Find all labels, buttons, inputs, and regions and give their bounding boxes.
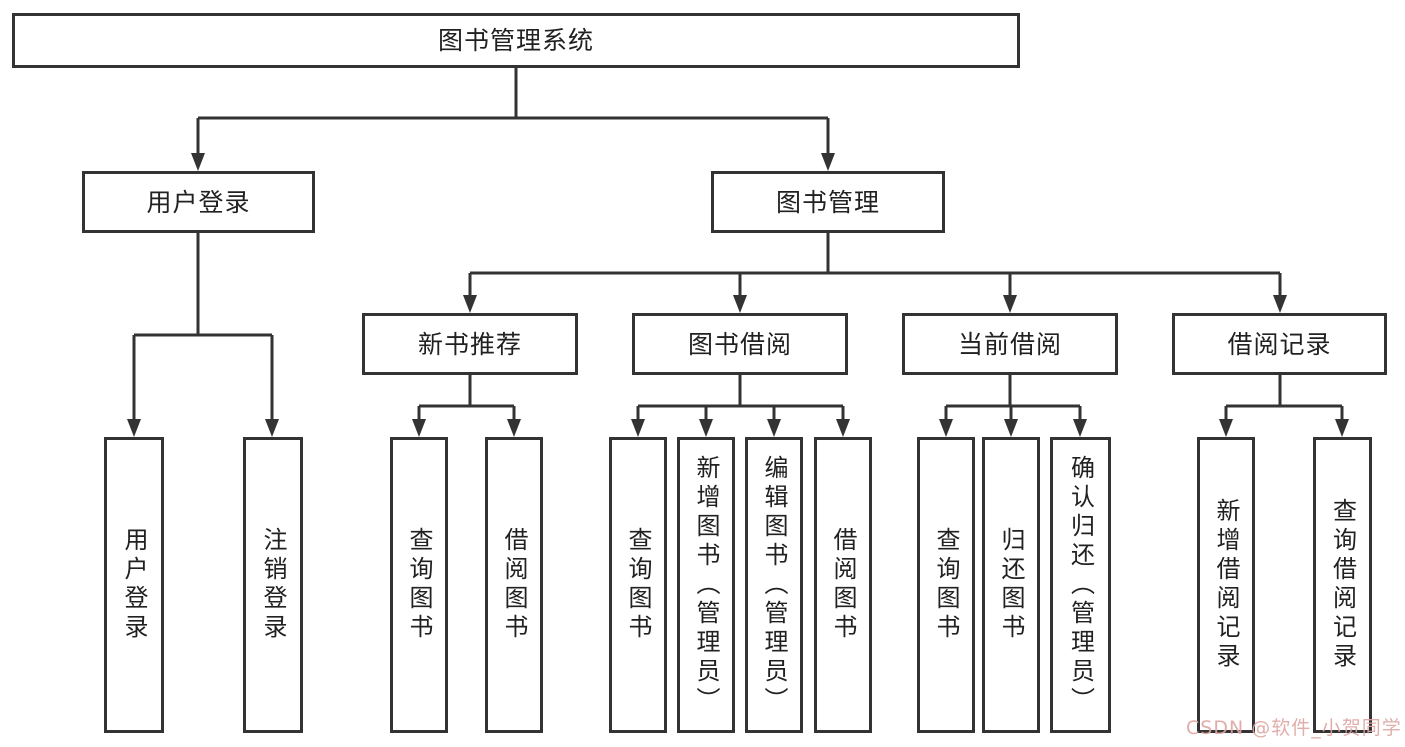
node-book-borrow: 图书借阅 [632, 313, 848, 375]
connector-bookmgmt-to-level3 [468, 233, 1282, 300]
connector-root-to-level2 [196, 68, 830, 158]
leaf-query-borrow-record: 查询借阅记录 [1313, 437, 1372, 733]
connector-userlogin-to-leaves [132, 233, 274, 424]
connector-current-to-leaves [944, 375, 1082, 424]
leaf-query-book-current: 查询图书 [917, 437, 975, 733]
connector-newbook-to-leaves [417, 375, 516, 424]
node-root-system: 图书管理系统 [12, 13, 1020, 68]
leaf-borrow-book: 借阅图书 [814, 437, 872, 733]
arrow-icon [733, 295, 747, 313]
arrow-icon [939, 419, 953, 437]
arrow-icon [412, 419, 426, 437]
arrow-icon [836, 419, 850, 437]
arrow-icon [1073, 419, 1087, 437]
connector-borrow-to-leaves [636, 375, 845, 424]
leaf-return-book: 归还图书 [982, 437, 1040, 733]
arrow-icon [1003, 295, 1017, 313]
arrow-icon [507, 419, 521, 437]
arrow-icon [463, 295, 477, 313]
leaf-query-book-recommend: 查询图书 [390, 437, 448, 733]
leaf-borrow-book-recommend: 借阅图书 [485, 437, 543, 733]
connector-record-to-leaves [1224, 375, 1344, 424]
leaf-user-login: 用户登录 [104, 437, 164, 733]
csdn-watermark: CSDN @软件_小贺同学 [1186, 717, 1402, 739]
arrowheads [127, 153, 1349, 437]
arrow-icon [631, 419, 645, 437]
arrow-icon [1273, 295, 1287, 313]
arrow-icon [191, 153, 205, 171]
arrow-icon [1004, 419, 1018, 437]
arrow-icon [1219, 419, 1233, 437]
leaf-logout: 注销登录 [243, 437, 303, 733]
leaf-confirm-return-admin: 确认归还（管理员） [1050, 437, 1111, 733]
node-user-login: 用户登录 [82, 171, 315, 233]
arrow-icon [265, 419, 279, 437]
node-current-borrow: 当前借阅 [902, 313, 1118, 375]
leaf-edit-book-admin: 编辑图书（管理员） [745, 437, 803, 733]
node-book-management: 图书管理 [711, 171, 945, 233]
node-borrow-record: 借阅记录 [1172, 313, 1387, 375]
leaf-add-borrow-record: 新增借阅记录 [1197, 437, 1255, 733]
leaf-query-book-borrow: 查询图书 [609, 437, 667, 733]
arrow-icon [821, 153, 835, 171]
leaf-add-book-admin: 新增图书（管理员） [677, 437, 735, 733]
node-new-book-recommend: 新书推荐 [362, 313, 578, 375]
arrow-icon [127, 419, 141, 437]
arrow-icon [1335, 419, 1349, 437]
arrow-icon [699, 419, 713, 437]
arrow-icon [767, 419, 781, 437]
